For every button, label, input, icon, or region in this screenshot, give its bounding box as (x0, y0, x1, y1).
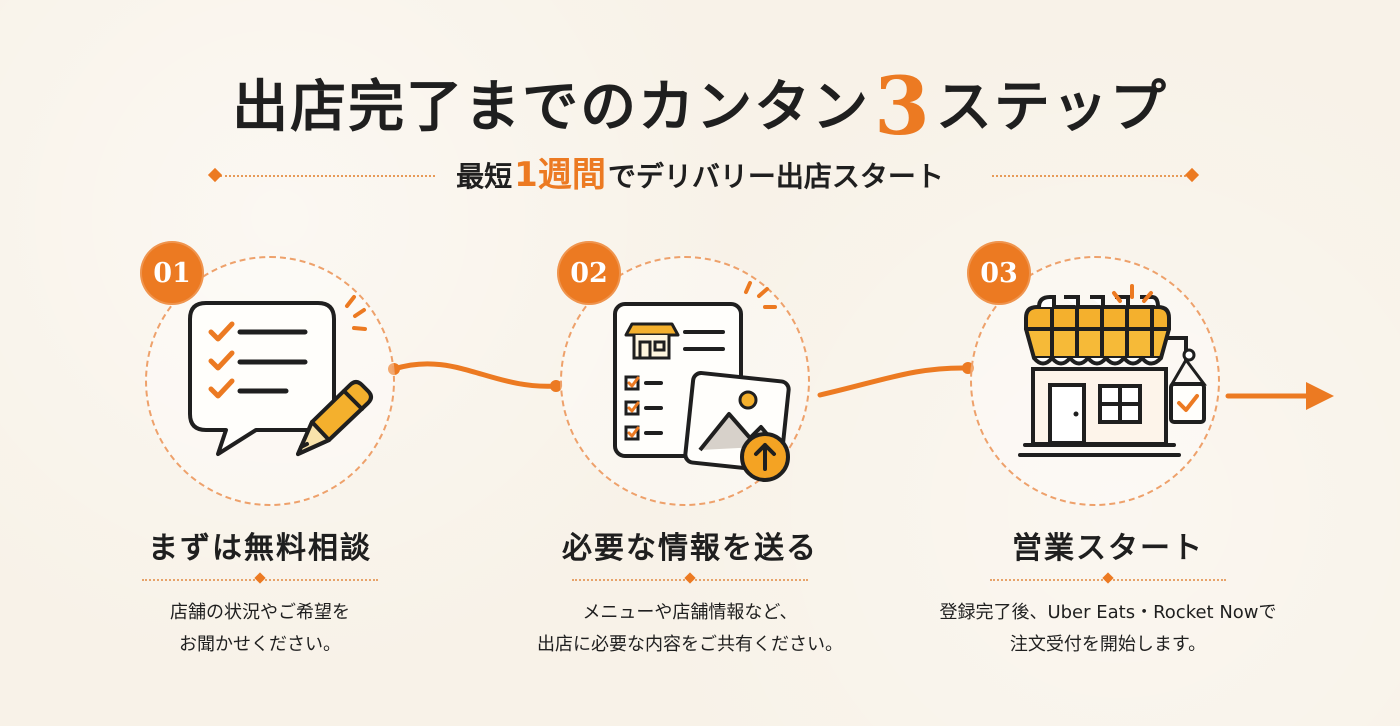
chat-pencil-icon (188, 295, 373, 456)
subtitle-prefix: 最短 (456, 160, 513, 193)
step-3-title: 営業スタート (1012, 531, 1204, 566)
page-title: 出店完了までのカンタン3ステップ (0, 52, 1400, 153)
step-2-badge: 02 (557, 241, 621, 305)
connector-2-3 (817, 365, 971, 398)
subtitle-accent: 1週間 (514, 155, 606, 195)
subtitle-suffix: でデリバリー出店スタート (607, 160, 944, 193)
subtitle-decoration-left (220, 175, 435, 177)
page-title-number: 3 (874, 59, 932, 153)
storefront-icon (1018, 284, 1207, 457)
subtitle-decoration-right (992, 175, 1186, 177)
page-subtitle: 最短1週間でデリバリー出店スタート (0, 150, 1400, 202)
step-3-badge: 03 (967, 241, 1031, 305)
step-2-separator-diamond (684, 572, 696, 584)
connector-1-2 (391, 361, 559, 389)
step-2-title: 必要な情報を送る (562, 531, 818, 566)
step-3-separator-diamond (1102, 572, 1114, 584)
step-1-separator-diamond (254, 572, 266, 584)
step-2-description: メニューや店舗情報など、 出店に必要な内容をご共有ください。 (537, 602, 843, 655)
document-upload-icon (613, 281, 791, 482)
step-1-title: まずは無料相談 (148, 531, 372, 566)
page-title-suffix: ステップ (935, 74, 1168, 140)
page-title-prefix: 出店完了までのカンタン (232, 74, 871, 140)
next-arrow-head (1306, 382, 1334, 410)
step-1-description: 店舗の状況やご希望を お聞かせください。 (170, 602, 350, 655)
step-1-badge: 01 (140, 241, 204, 305)
step-3-description: 登録完了後、Uber Eats・Rocket Nowで 注文受付を開始します。 (939, 602, 1277, 655)
